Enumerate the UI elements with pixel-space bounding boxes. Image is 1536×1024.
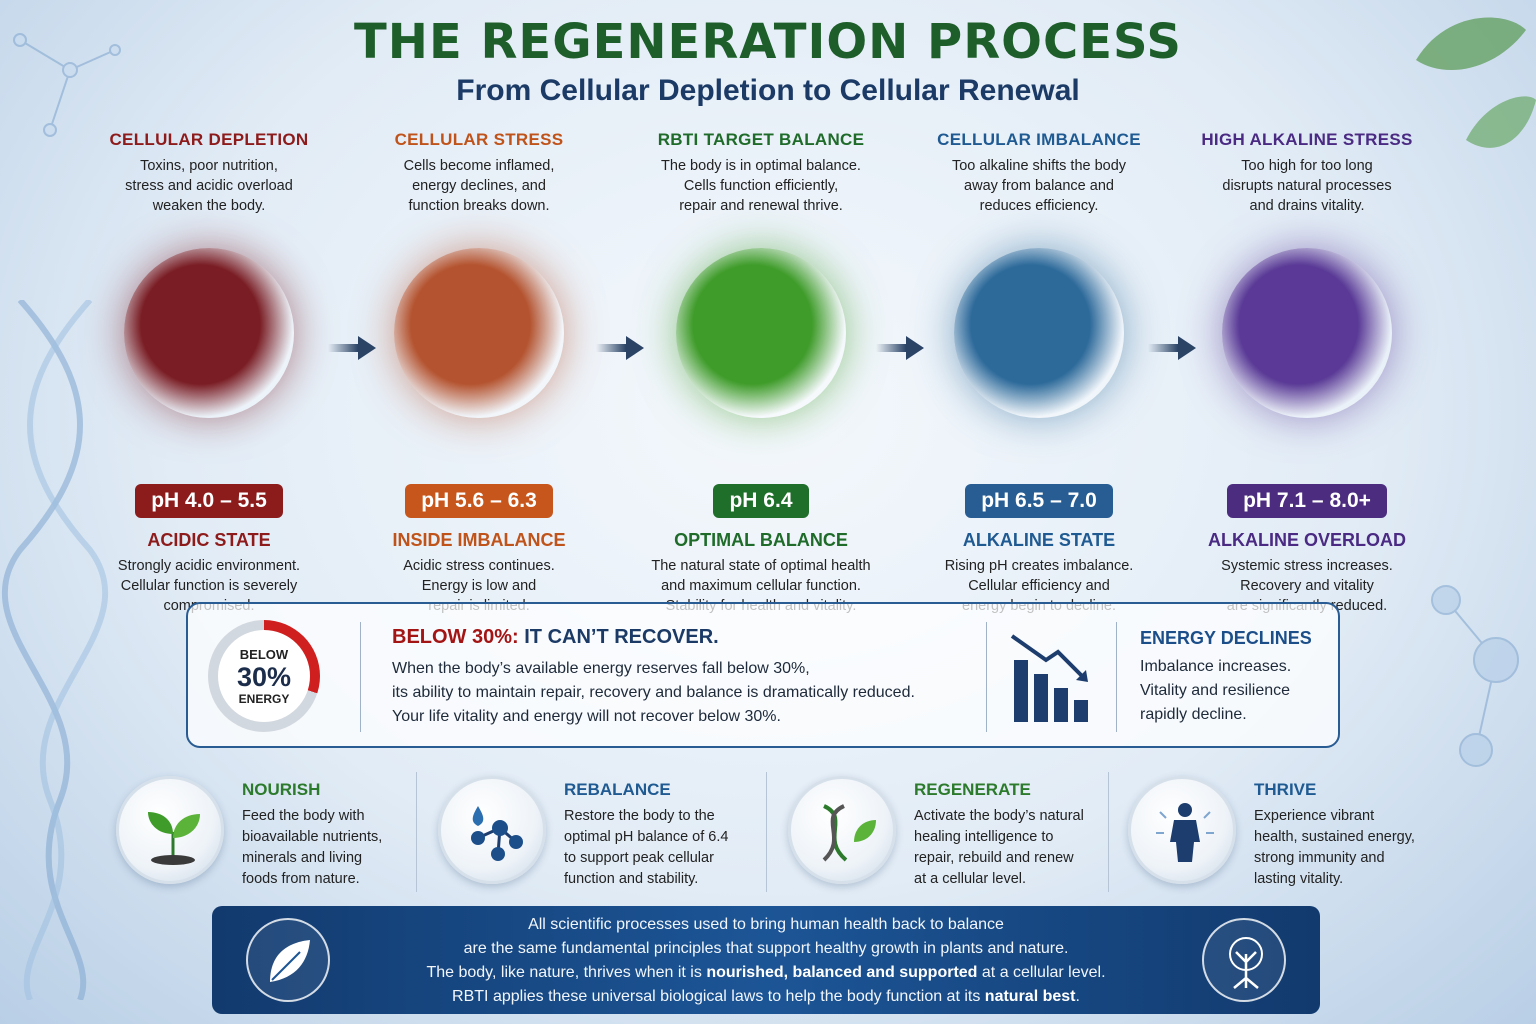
cell-illustration — [394, 248, 564, 418]
leaves-icon — [246, 918, 330, 1002]
stage-5: HIGH ALKALINE STRESS Too high for too lon… — [1172, 130, 1442, 616]
cell-illustration — [1222, 248, 1392, 418]
energy-declines-line: rapidly decline. — [1140, 706, 1247, 723]
pillar-title: REGENERATE — [914, 780, 1031, 799]
stage-2: CELLULAR STRESS Cells become inflamed,ene… — [344, 130, 614, 616]
energy-warning-panel: BELOW 30% ENERGY BELOW 30%: IT CAN’T REC… — [186, 602, 1340, 748]
energy-declines-line: Imbalance increases. — [1140, 658, 1292, 675]
cell-illustration — [676, 248, 846, 418]
arrow-icon — [328, 336, 376, 360]
molecule-icon — [438, 776, 546, 884]
divider — [416, 772, 417, 892]
sprout-icon — [116, 776, 224, 884]
energy-title-blue: IT CAN’T RECOVER. — [524, 626, 719, 648]
energy-line: Your life vitality and energy will not r… — [392, 708, 781, 725]
human-figure-icon — [1128, 776, 1236, 884]
state-label: ALKALINE STATE — [962, 530, 1116, 550]
divider — [1116, 622, 1117, 732]
stage-description: Cells become inflamed,energy declines, a… — [403, 158, 555, 214]
gauge-percent: 30% — [236, 662, 292, 692]
pillar-line: at a cellular level. — [914, 871, 1027, 887]
arrow-icon — [1148, 336, 1196, 360]
state-label: ALKALINE OVERLOAD — [1208, 530, 1406, 550]
pillar-rebalance: REBALANCE Restore the body to the optimal … — [438, 770, 768, 900]
energy-declines-line: Vitality and resilience — [1140, 682, 1291, 699]
arrow-icon — [876, 336, 924, 360]
stage-heading: CELLULAR IMBALANCE — [937, 130, 1141, 149]
pillar-line: Activate the body’s natural — [914, 808, 1084, 824]
arrow-icon — [596, 336, 644, 360]
energy-title-red: BELOW 30%: — [392, 626, 519, 648]
pillar-line: minerals and living — [242, 850, 363, 866]
state-label: OPTIMAL BALANCE — [674, 530, 848, 550]
declining-bar-chart-icon — [1010, 634, 1088, 722]
energy-line: its ability to maintain repair, recovery… — [392, 684, 915, 701]
stage-heading: CELLULAR STRESS — [394, 130, 564, 149]
pillar-line: health, sustained energy, — [1254, 829, 1415, 845]
divider — [1108, 772, 1109, 892]
pillar-line: to support peak cellular — [564, 850, 714, 866]
dna-leaf-icon — [788, 776, 896, 884]
footer-line-2: are the same fundamental principles that… — [463, 940, 1069, 957]
footer-banner: All scientific processes used to bring h… — [212, 906, 1320, 1014]
stage-heading: HIGH ALKALINE STRESS — [1201, 130, 1413, 149]
stage-description: Toxins, poor nutrition,stress and acidic… — [125, 158, 293, 214]
stage-heading: RBTI TARGET BALANCE — [657, 130, 865, 149]
ph-badge: pH 4.0 – 5.5 — [135, 484, 283, 518]
ph-badge: pH 6.4 — [713, 484, 809, 518]
divider — [766, 772, 767, 892]
pillar-line: lasting vitality. — [1254, 871, 1344, 887]
ph-badge: pH 5.6 – 6.3 — [405, 484, 553, 518]
divider — [360, 622, 361, 732]
footer-line-4: RBTI applies these universal biological … — [452, 988, 1080, 1005]
energy-title: BELOW 30%: IT CAN’T RECOVER. — [392, 626, 719, 649]
gauge-energy-label: ENERGY — [238, 692, 290, 706]
pillar-line: optimal pH balance of 6.4 — [564, 829, 729, 845]
gauge-below-label: BELOW — [239, 647, 289, 662]
ph-badge: pH 7.1 – 8.0+ — [1227, 484, 1387, 518]
divider — [986, 622, 987, 732]
pillar-line: bioavailable nutrients, — [242, 829, 383, 845]
pillar-line: healing intelligence to — [914, 829, 1054, 845]
stage-heading: CELLULAR DEPLETION — [109, 130, 309, 149]
state-label: ACIDIC STATE — [147, 530, 271, 550]
tree-of-life-icon — [1202, 918, 1286, 1002]
footer-line-1: All scientific processes used to bring h… — [528, 916, 1004, 933]
energy-line: When the body’s available energy reserve… — [392, 660, 810, 677]
pillar-title: REBALANCE — [564, 780, 671, 799]
ph-badge: pH 6.5 – 7.0 — [965, 484, 1113, 518]
cell-illustration — [954, 248, 1124, 418]
pillar-nourish: NOURISH Feed the body with bioavailable nu… — [116, 770, 446, 900]
pillar-thrive: THRIVE Experience vibrant health, sustaine… — [1128, 770, 1458, 900]
pillar-title: THRIVE — [1254, 780, 1317, 799]
pillar-regenerate: REGENERATE Activate the body’s natural hea… — [788, 770, 1118, 900]
pillar-line: function and stability. — [564, 871, 699, 887]
pillar-line: Restore the body to the — [564, 808, 715, 824]
cell-illustration — [124, 248, 294, 418]
pillar-line: Feed the body with — [242, 808, 365, 824]
pillar-line: Experience vibrant — [1254, 808, 1375, 824]
pillar-line: repair, rebuild and renew — [914, 850, 1074, 866]
energy-gauge: BELOW 30% ENERGY — [208, 620, 320, 732]
energy-declines-title: ENERGY DECLINES — [1140, 628, 1312, 648]
stage-4: CELLULAR IMBALANCE Too alkaline shifts th… — [904, 130, 1174, 616]
pillar-line: foods from nature. — [242, 871, 360, 887]
footer-line-3: The body, like nature, thrives when it i… — [426, 964, 1106, 981]
pillar-title: NOURISH — [242, 780, 321, 799]
page-subtitle: From Cellular Depletion to Cellular Rene… — [456, 74, 1080, 107]
state-label: INSIDE IMBALANCE — [392, 530, 566, 550]
stage-1: CELLULAR DEPLETION Toxins, poor nutrition… — [74, 130, 344, 616]
stage-3: RBTI TARGET BALANCE The body is in optima… — [626, 130, 896, 616]
pillar-line: strong immunity and — [1254, 850, 1385, 866]
stage-description: The body is in optimal balance.Cells fun… — [661, 158, 861, 214]
page-title: THE REGENERATION PROCESS — [354, 14, 1182, 70]
